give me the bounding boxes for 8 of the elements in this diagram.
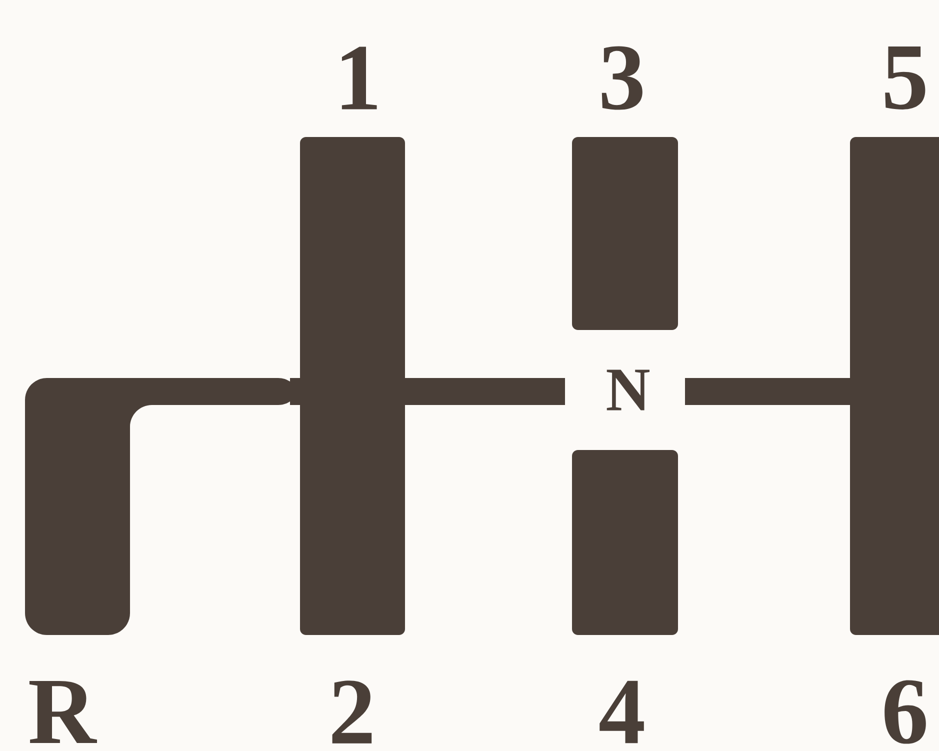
gear-label: N: [606, 370, 650, 410]
gear-label: 5: [885, 46, 926, 110]
gear-label: 6: [884, 680, 926, 744]
gear-label: 4: [600, 680, 644, 744]
gear-label: 2: [332, 680, 372, 744]
gear-label: 3: [602, 46, 642, 110]
gear-label: R: [29, 681, 97, 743]
gear-label: 1: [342, 46, 377, 110]
